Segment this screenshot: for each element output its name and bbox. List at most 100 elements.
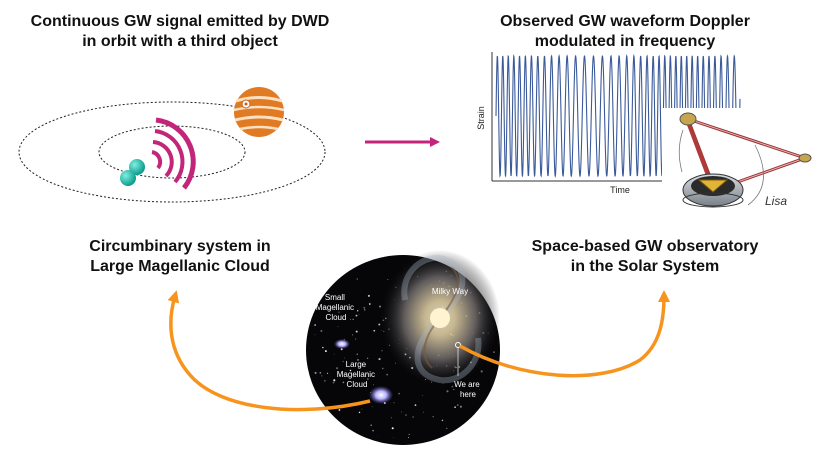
background-star — [386, 373, 388, 376]
label-circumbinary-system: Circumbinary system in Large Magellanic … — [60, 237, 300, 277]
inner-orbit — [98, 125, 246, 179]
background-star — [480, 370, 483, 373]
background-star — [322, 346, 324, 349]
background-star — [314, 371, 317, 374]
background-star — [373, 384, 375, 386]
background-star — [378, 323, 381, 326]
label-line-1: Space-based GW observatory — [531, 238, 759, 255]
background-star — [451, 385, 454, 388]
binary-star-icon — [120, 159, 145, 186]
background-star — [390, 417, 392, 419]
smc-label-line: Magellanic — [316, 303, 354, 312]
background-star — [314, 334, 316, 336]
we-are-here-line: We are — [454, 380, 480, 389]
planet-icon — [233, 87, 285, 137]
orange-arrow-right — [459, 290, 670, 378]
background-star — [459, 405, 462, 408]
background-star — [441, 419, 444, 422]
background-star — [370, 424, 372, 426]
background-star — [405, 414, 407, 416]
background-star — [378, 358, 381, 361]
we-are-here-marker — [455, 342, 461, 348]
lmc-label-line: Cloud — [347, 380, 368, 389]
background-star — [357, 358, 359, 361]
title-line-1: Observed GW waveform Doppler — [500, 13, 750, 30]
background-star — [479, 389, 480, 390]
background-star — [446, 427, 448, 430]
small-magellanic-cloud — [334, 339, 350, 349]
background-star — [379, 305, 381, 308]
lisa-observatory-icon: Lisa — [662, 108, 812, 220]
orange-arrow-left — [167, 290, 371, 412]
background-star — [366, 357, 369, 359]
background-star — [357, 310, 359, 312]
background-star — [349, 369, 352, 372]
lmc-label-line: Magellanic — [337, 370, 375, 379]
background-star — [338, 311, 340, 313]
background-star — [454, 406, 456, 408]
background-star — [372, 429, 374, 432]
gw-signal-icon — [151, 117, 196, 190]
background-star — [432, 416, 434, 418]
background-star — [332, 381, 335, 384]
background-star — [387, 279, 389, 281]
background-star — [414, 404, 417, 406]
background-star — [366, 373, 368, 375]
label-line-2: in the Solar System — [570, 258, 720, 275]
background-star — [398, 392, 400, 395]
background-star — [422, 395, 424, 397]
background-star — [412, 416, 414, 418]
background-star — [343, 357, 345, 359]
spacecraft-ring-icon — [682, 173, 744, 208]
title-line-2: in orbit with a third object — [82, 33, 278, 50]
background-star — [338, 372, 340, 374]
background-star — [350, 318, 351, 320]
background-star — [363, 378, 365, 380]
background-star — [393, 402, 395, 404]
background-star — [321, 375, 323, 377]
background-star — [456, 404, 459, 407]
background-star — [382, 367, 384, 370]
background-star — [337, 326, 339, 327]
background-star — [364, 309, 366, 311]
we-are-here-line: here — [460, 390, 477, 399]
background-star — [377, 436, 378, 437]
background-star — [453, 388, 455, 391]
background-star — [358, 314, 360, 315]
background-star — [356, 353, 358, 355]
background-star — [333, 379, 336, 382]
background-star — [391, 427, 394, 430]
background-star — [338, 409, 341, 411]
background-star — [327, 372, 329, 374]
background-star — [368, 303, 371, 305]
background-star — [358, 411, 361, 414]
background-star — [355, 314, 358, 317]
background-star — [342, 381, 345, 384]
we-are-here-label: We are here — [454, 380, 482, 399]
smc-label: Small Magellanic Cloud — [316, 293, 356, 322]
signature-text: Lisa — [765, 194, 787, 208]
label-line-1: Circumbinary system in — [89, 238, 271, 255]
label-space-observatory: Space-based GW observatory in the Solar … — [515, 237, 775, 277]
title-dwd-signal: Continuous GW signal emitted by DWD in o… — [30, 12, 330, 52]
background-star — [324, 350, 327, 353]
title-line-1: Continuous GW signal emitted by DWD — [30, 13, 330, 30]
background-star — [333, 353, 335, 355]
background-star — [373, 329, 376, 332]
background-star — [355, 330, 358, 333]
label-line-2: Large Magellanic Cloud — [90, 258, 270, 275]
background-star — [367, 378, 369, 380]
background-star — [446, 390, 449, 393]
background-star — [355, 338, 357, 340]
background-star — [319, 372, 322, 374]
background-star — [356, 278, 358, 280]
title-line-2: modulated in frequency — [534, 33, 716, 50]
milky-way-label: Milky Way — [432, 287, 468, 296]
background-star — [320, 330, 323, 332]
background-star — [423, 411, 425, 413]
background-star — [393, 437, 394, 438]
satellite-icon — [679, 112, 812, 163]
plot-y-label: Strain — [476, 106, 486, 130]
